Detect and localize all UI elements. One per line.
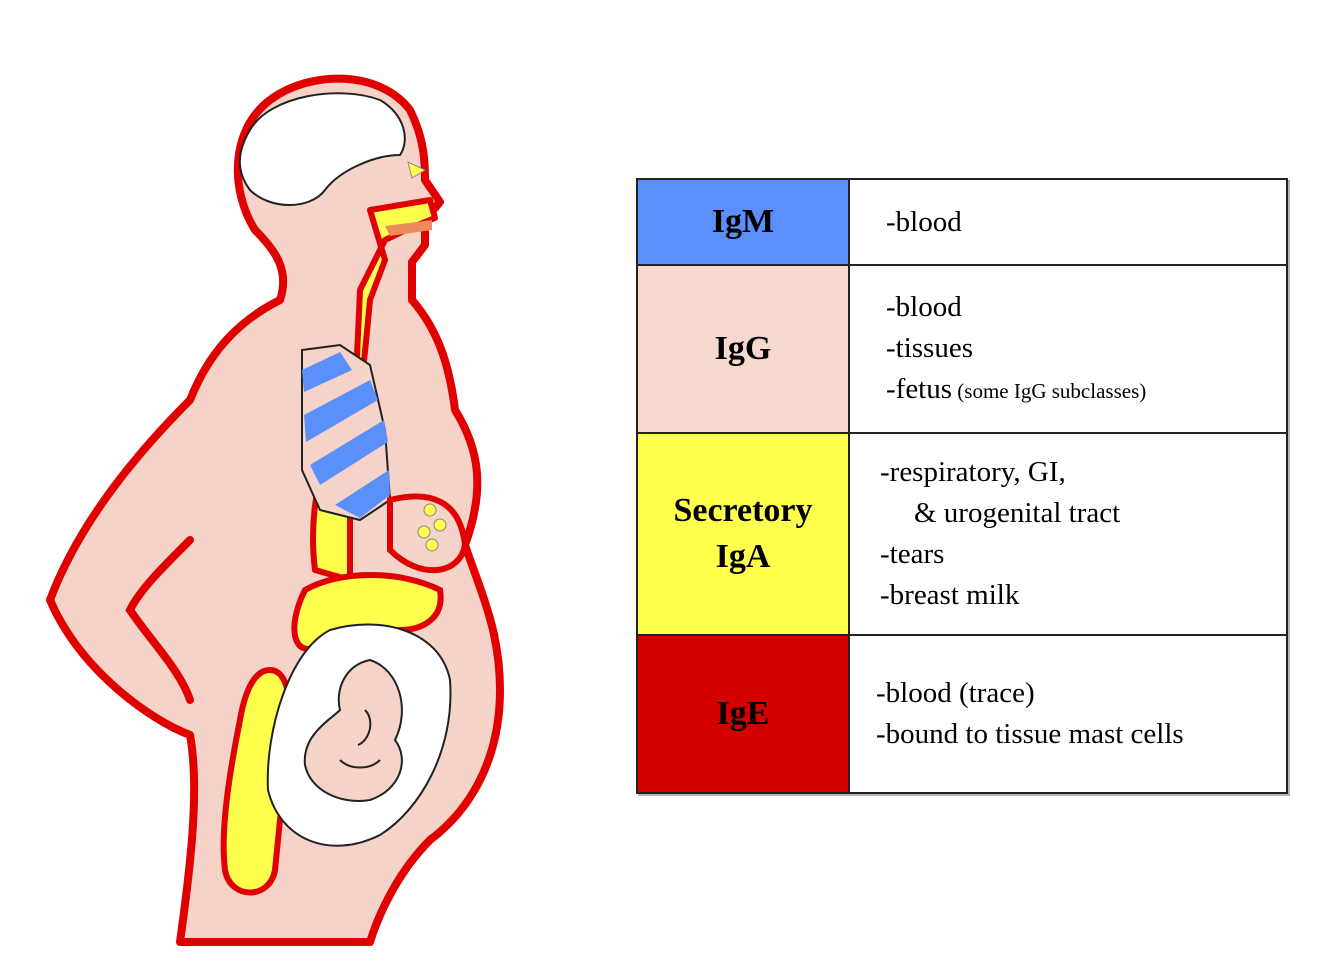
location-text: -respiratory, GI, — [880, 456, 1066, 488]
location-item: -blood (trace) — [876, 673, 1286, 714]
antibody-class-label: Secretory — [673, 492, 813, 529]
location-item: -tears — [880, 534, 1286, 575]
fetus-icon — [303, 658, 403, 802]
location-text: -tissues — [886, 331, 973, 364]
lips — [385, 220, 432, 236]
lung-stripes — [302, 352, 390, 518]
location-item: -bound to tissue mast cells — [876, 714, 1286, 755]
location-cell: -blood -tissues -fetus (some IgG subclasse… — [848, 264, 1288, 434]
location-text: -fetus — [886, 372, 953, 405]
location-cell: -respiratory, GI, & urogenital tract -tear… — [848, 432, 1288, 636]
location-item: -blood — [886, 202, 1286, 243]
breast-gland-icon — [417, 503, 447, 552]
location-text: -bound to tissue mast cells — [876, 718, 1184, 750]
table-row: IgE -blood (trace) -bound to tissue mast c… — [636, 634, 1288, 794]
arm — [125, 536, 194, 704]
location-cell: -blood (trace) -bound to tissue mast cell… — [848, 634, 1288, 794]
antibody-class-cell: IgE — [636, 634, 850, 794]
location-text: -blood (trace) — [876, 677, 1035, 709]
antibody-class-label: IgG — [714, 330, 772, 367]
eye-gland — [407, 161, 427, 179]
fetus-limb — [339, 709, 381, 769]
location-item: -respiratory, GI, — [880, 452, 1286, 493]
antibody-class-cell: IgM — [636, 178, 850, 266]
location-text: & urogenital tract — [914, 497, 1121, 529]
location-note: (some IgG subclasses) — [952, 378, 1147, 403]
location-item: & urogenital tract — [880, 493, 1286, 534]
location-item: -blood — [886, 287, 1286, 328]
location-item: -tissues — [886, 328, 1286, 369]
pregnant-woman-figure — [46, 74, 504, 946]
antibody-class-cell: IgG — [636, 264, 850, 434]
table-row: IgG -blood -tissues -fetus (some IgG subcla… — [636, 264, 1288, 434]
location-item: -fetus (some IgG subclasses) — [886, 369, 1286, 412]
location-text: -blood — [886, 290, 962, 323]
location-text: -blood — [886, 205, 962, 238]
table-row: IgM -blood — [636, 178, 1288, 266]
location-text: -breast milk — [880, 579, 1020, 611]
antibody-class-label: IgA — [715, 538, 771, 575]
antibody-class-label: IgE — [716, 695, 770, 732]
brain — [238, 92, 406, 206]
location-text: -tears — [880, 538, 945, 570]
antibody-class-label: IgM — [711, 203, 775, 240]
location-cell: -blood — [848, 178, 1288, 266]
location-item: -breast milk — [880, 575, 1286, 616]
